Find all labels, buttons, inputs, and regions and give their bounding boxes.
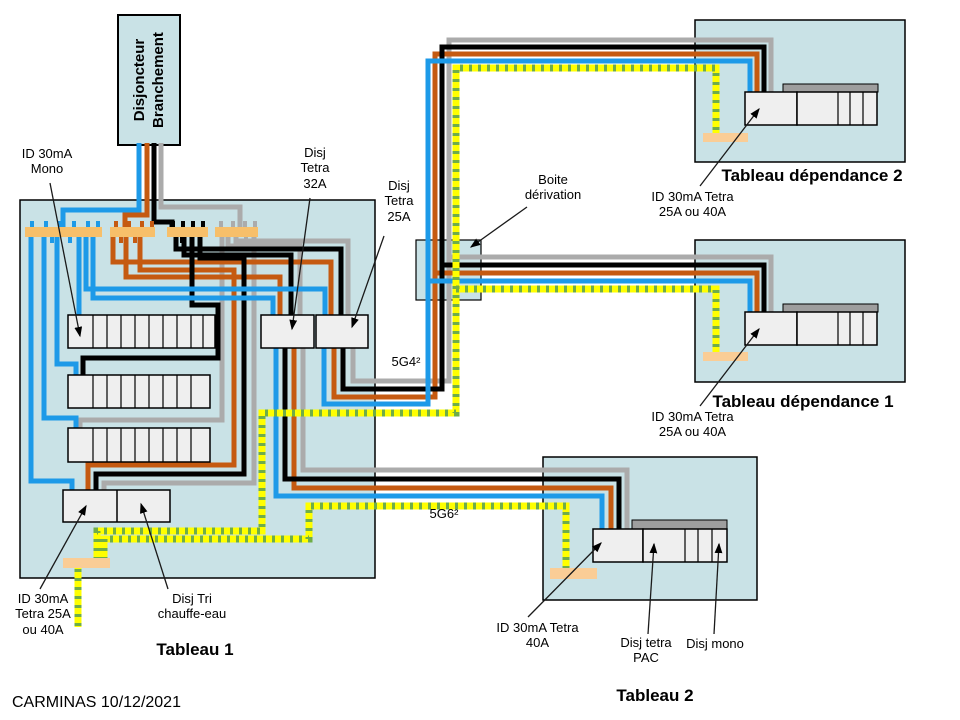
arrow-t1-tri xyxy=(140,502,169,590)
arrow-dep2-id xyxy=(699,107,760,187)
dependance2-id-label: ID 30mA Tetra 25A ou 40A xyxy=(651,189,734,220)
tableau1-row1 xyxy=(67,314,216,349)
tableau2-title: Tableau 2 xyxy=(616,686,694,705)
earth-bar-dependance2 xyxy=(703,133,748,142)
tableau2-id-label: ID 30mA Tetra 40A xyxy=(496,620,579,651)
junction-box-label: Boite dérivation xyxy=(524,172,582,203)
busbar-phase3 xyxy=(215,227,258,237)
tableau2-mono-label: Disj mono xyxy=(686,636,744,651)
busbar-neutral xyxy=(25,227,102,237)
id-mono-label: ID 30mA Mono xyxy=(21,146,73,177)
earth-bar-dependance1 xyxy=(703,352,748,361)
busbar4-stubs xyxy=(219,221,257,243)
busbar3-stubs xyxy=(171,221,205,243)
earth-bar-tableau2 xyxy=(550,568,597,579)
busbar2-stubs xyxy=(114,221,154,243)
arrow-t2-id xyxy=(527,542,602,618)
wire-phase-orange xyxy=(85,51,760,530)
tableau1-id-tetra-module xyxy=(62,489,171,523)
tableau1-row3 xyxy=(67,427,211,463)
wire-phase-gray xyxy=(77,37,774,530)
arrow-t2-pac xyxy=(647,542,658,635)
author-date-footer: CARMINAS 10/12/2021 xyxy=(12,694,181,711)
busbar-phase2 xyxy=(167,227,208,237)
arrow-t1-id xyxy=(39,504,87,590)
dependance1-modules xyxy=(744,303,879,346)
cable-5g6-label: 5G6² xyxy=(429,506,459,521)
arrow-boite xyxy=(469,206,528,248)
arrow-disj-25 xyxy=(351,235,385,329)
arrow-disj-32 xyxy=(289,197,311,331)
disj-tetra-32-label: Disj Tetra 32A xyxy=(300,145,330,191)
wire-earth-yellow-green xyxy=(74,64,720,627)
disj-tetra-25-module xyxy=(315,314,369,349)
main-breaker-label: Disjoncteur Branchement xyxy=(131,32,167,128)
disj-tetra-32-module xyxy=(260,314,315,349)
wires xyxy=(28,37,774,627)
wire-neutral-blue xyxy=(28,58,753,530)
cable-5g4-label: 5G4² xyxy=(391,354,421,369)
busbars xyxy=(25,221,258,243)
tableau1-title: Tableau 1 xyxy=(156,640,234,659)
earth-bars xyxy=(63,133,748,579)
earth-bar-tableau1 xyxy=(63,558,110,568)
arrow-dep1-id xyxy=(699,327,760,407)
disj-tetra-25-label: Disj Tetra 25A xyxy=(384,178,414,224)
busbar-phase1 xyxy=(110,227,155,237)
leader-arrows xyxy=(39,107,760,635)
arrow-t2-mono xyxy=(713,542,723,635)
dependance1-title: Tableau dépendance 1 xyxy=(712,392,894,411)
dependance1-id-label: ID 30mA Tetra 25A ou 40A xyxy=(651,409,734,440)
tableau1-row2 xyxy=(67,374,211,409)
tableau2-pac-label: Disj tetra PAC xyxy=(620,635,672,666)
tableau1-id-label: ID 30mA Tetra 25A ou 40A xyxy=(15,591,71,637)
busbar1-stubs xyxy=(30,221,100,243)
dependance2-title: Tableau dépendance 2 xyxy=(721,166,903,185)
arrow-id-mono xyxy=(49,182,83,338)
tableau1-tri-label: Disj Tri chauffe-eau xyxy=(157,591,227,622)
